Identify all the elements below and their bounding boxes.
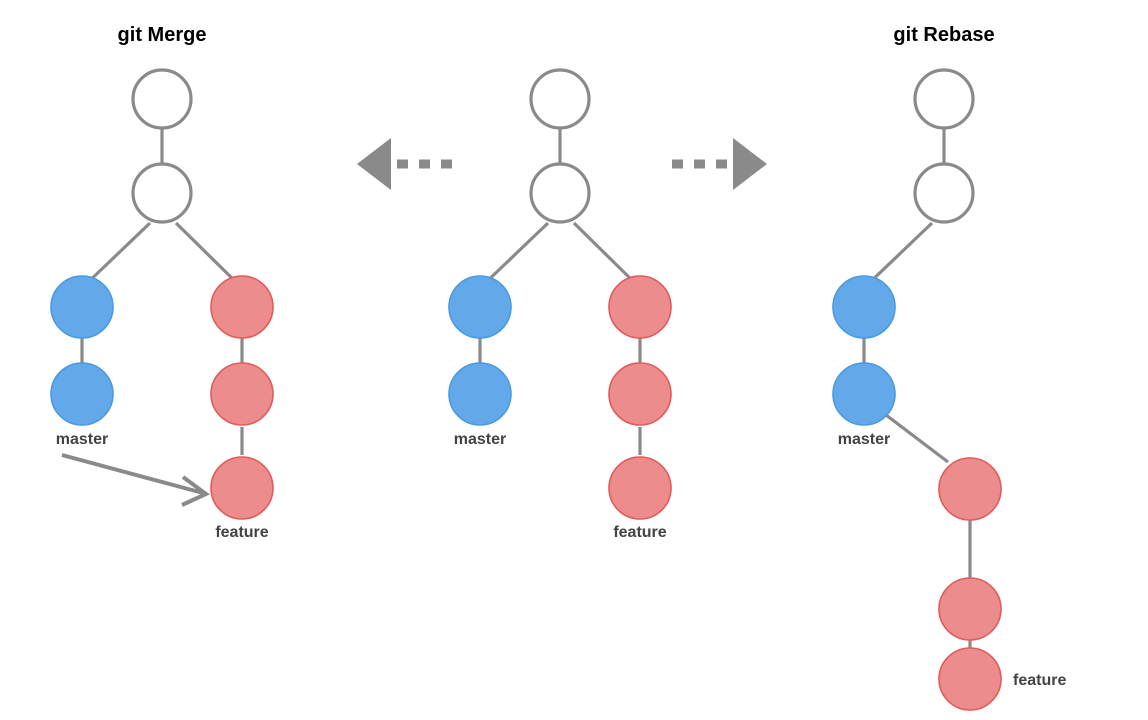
branch-label-master: master bbox=[454, 431, 506, 448]
merge-edges bbox=[80, 126, 244, 455]
panel-title-merge: git Merge bbox=[118, 24, 207, 46]
commit-node-feature-1[interactable] bbox=[938, 457, 1002, 521]
commit-node-master-2[interactable] bbox=[448, 362, 512, 426]
rebase-edges bbox=[862, 126, 972, 650]
panel-initial-state: master feature bbox=[448, 68, 672, 541]
commit-node-master-1[interactable] bbox=[448, 275, 512, 339]
commit-node-feature-2[interactable] bbox=[938, 577, 1002, 641]
commit-node-base-1[interactable] bbox=[913, 68, 975, 130]
commit-node-feature-2[interactable] bbox=[608, 362, 672, 426]
branch-label-master: master bbox=[838, 431, 890, 448]
commit-node-master-2[interactable] bbox=[832, 362, 896, 426]
panel-git-merge: git Merge master feature bbox=[50, 24, 274, 541]
commit-node-master-1[interactable] bbox=[832, 275, 896, 339]
branch-label-feature: feature bbox=[215, 524, 268, 541]
edge-base2-master1 bbox=[80, 221, 152, 290]
commit-node-feature-2[interactable] bbox=[210, 362, 274, 426]
commit-node-feature-1[interactable] bbox=[608, 275, 672, 339]
commit-node-base-1[interactable] bbox=[529, 68, 591, 130]
arrow-diagonal-icon bbox=[61, 453, 210, 507]
commit-node-base-2[interactable] bbox=[529, 162, 591, 224]
arrow-left-icon[interactable] bbox=[357, 138, 452, 190]
arrow-right-icon[interactable] bbox=[672, 138, 767, 190]
commit-node-feature-3[interactable] bbox=[608, 456, 672, 520]
commit-node-feature-1[interactable] bbox=[210, 275, 274, 339]
commit-node-feature-3[interactable] bbox=[938, 647, 1002, 711]
commit-node-feature-3[interactable] bbox=[210, 456, 274, 520]
commit-node-base-2[interactable] bbox=[131, 162, 193, 224]
branch-label-master: master bbox=[56, 431, 108, 448]
edge-base2-master1 bbox=[478, 221, 550, 290]
branch-label-feature: feature bbox=[613, 524, 666, 541]
edge-master2-feature1 bbox=[885, 413, 949, 464]
edge-base2-master1 bbox=[862, 221, 934, 290]
branch-label-feature: feature bbox=[1013, 672, 1066, 689]
panel-git-rebase: git Rebase master feature bbox=[832, 24, 1066, 711]
commit-node-base-1[interactable] bbox=[131, 68, 193, 130]
commit-node-master-2[interactable] bbox=[50, 362, 114, 426]
commit-node-master-1[interactable] bbox=[50, 275, 114, 339]
panel-title-rebase: git Rebase bbox=[893, 24, 994, 46]
commit-node-base-2[interactable] bbox=[913, 162, 975, 224]
